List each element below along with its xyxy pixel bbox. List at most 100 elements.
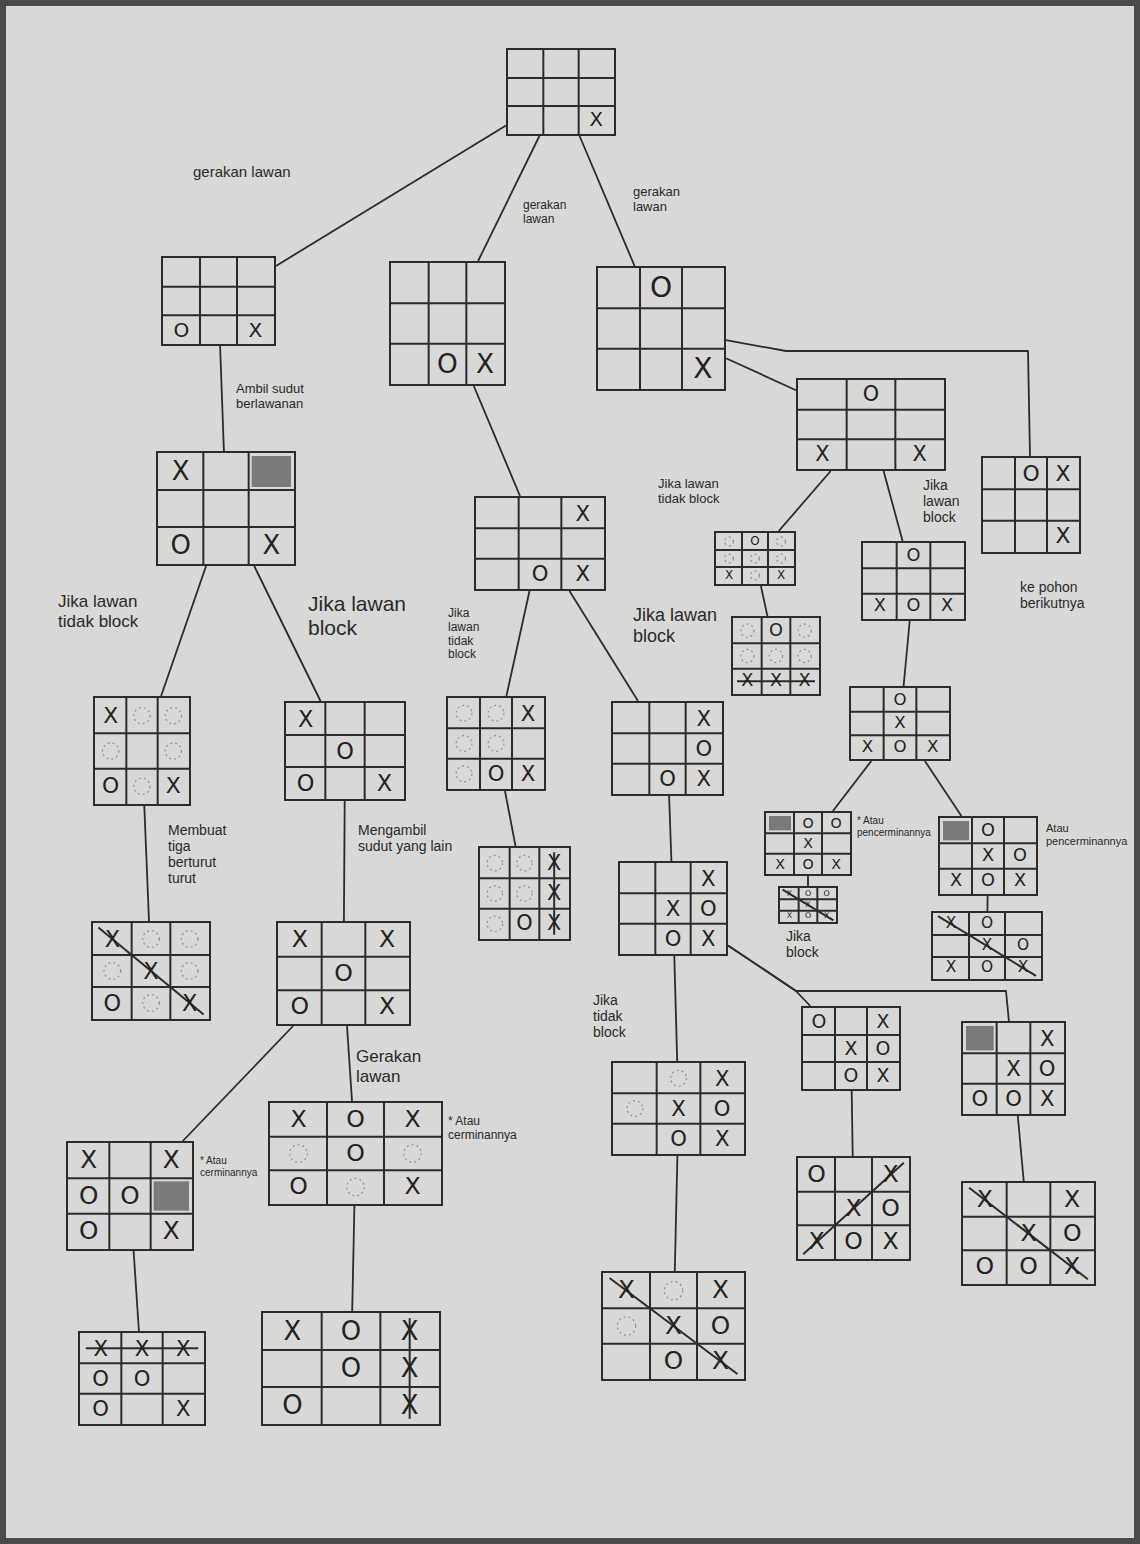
- tree-connector: [807, 876, 809, 886]
- board-cell: [983, 458, 1015, 489]
- annotation-note: * Atau pencerminannya: [855, 814, 935, 839]
- tree-connector: [505, 791, 516, 846]
- board-cell: X: [1050, 1250, 1094, 1284]
- board-cell: X: [365, 923, 409, 957]
- possible-move: [517, 886, 532, 901]
- board-cell: O: [327, 1137, 384, 1171]
- possible-move: [104, 963, 121, 980]
- board-cell: X: [68, 1143, 109, 1178]
- board-cell: [158, 733, 189, 768]
- board-cell: X: [768, 567, 794, 584]
- board-cell: X: [1047, 521, 1079, 552]
- grid-line: [866, 1008, 868, 1089]
- board-cells: XOX: [95, 698, 189, 804]
- board-cell: X: [1030, 1084, 1064, 1114]
- board-cell: [510, 848, 540, 878]
- board-cell: [742, 550, 768, 567]
- grid-line: [248, 453, 250, 564]
- board-cell: [365, 957, 409, 991]
- board-mark: X: [547, 883, 561, 904]
- board-mark: X: [977, 1188, 993, 1212]
- board-mark: O: [92, 1368, 109, 1389]
- board-cells: XXOOOX: [963, 1023, 1064, 1114]
- board-mark: X: [725, 570, 733, 582]
- board-cell: [733, 618, 762, 643]
- tic-tac-toe-board: XOXOXOX: [261, 1311, 441, 1426]
- node-layer: XOXOXOXOXXXOXOXXXOXOXXOXOXOXXXXOXXOOXXOX…: [6, 6, 1134, 1538]
- possible-move: [165, 743, 181, 759]
- board-cell: [391, 344, 429, 384]
- board-mark: O: [1039, 1058, 1056, 1079]
- edge-label: Jika lawan tidak block: [446, 606, 496, 663]
- grid-line: [383, 1103, 385, 1204]
- board-cell: X: [895, 439, 944, 469]
- board-cell: [512, 728, 544, 758]
- grid-line: [798, 888, 800, 922]
- board-mark: X: [163, 1148, 180, 1173]
- grid-line: [851, 711, 949, 713]
- board-cells: XXOX: [480, 848, 569, 939]
- board-cell: [448, 698, 480, 728]
- tic-tac-toe-board: OXX: [981, 456, 1081, 554]
- edge-label: Jika lawan block: [631, 604, 721, 647]
- board-cell: X: [697, 1273, 744, 1308]
- possible-move: [741, 649, 754, 662]
- board-cell: [480, 848, 510, 878]
- grid-line: [681, 268, 683, 389]
- board-cell: X: [539, 878, 569, 908]
- edge-label: Ambil sudut berlawanan: [234, 381, 319, 413]
- grid-line: [428, 263, 430, 384]
- board-cell: X: [817, 911, 836, 922]
- board-cells: OXXX: [733, 618, 819, 694]
- possible-move: [725, 537, 734, 546]
- tree-connector: [1018, 1116, 1024, 1181]
- board-mark: X: [862, 739, 873, 756]
- board-mark: X: [1064, 1188, 1080, 1212]
- board-cell: O: [1005, 935, 1041, 957]
- grid-line: [163, 314, 274, 316]
- board-mark: X: [982, 938, 993, 953]
- board-mark: O: [876, 1039, 891, 1058]
- board-cell: [237, 287, 274, 316]
- board-cell: [655, 863, 690, 893]
- board-cell: [817, 899, 836, 910]
- tree-connector: [675, 1156, 678, 1271]
- grid-line: [798, 409, 944, 411]
- board-cell: [613, 1124, 657, 1154]
- board-cell: X: [278, 923, 322, 957]
- board-mark: X: [741, 672, 753, 690]
- board-mark: O: [297, 772, 315, 794]
- grid-line: [716, 566, 794, 568]
- possible-move: [456, 766, 472, 782]
- board-cell: X: [969, 935, 1005, 957]
- board-cell: O: [794, 813, 822, 833]
- grid-line: [983, 520, 1079, 522]
- board-cell: [963, 1023, 997, 1053]
- board-cell: [682, 308, 724, 348]
- board-cell: [768, 550, 794, 567]
- board-mark: X: [845, 1039, 858, 1058]
- possible-move: [181, 963, 198, 980]
- board-cell: O: [691, 893, 726, 923]
- grid-line: [639, 268, 641, 389]
- grid-line: [863, 567, 964, 569]
- board-cell: [598, 268, 640, 308]
- board-cell: [170, 923, 209, 955]
- board-cell: X: [794, 833, 822, 853]
- board-cell: [519, 528, 562, 558]
- grid-line: [690, 863, 692, 954]
- board-cell: [519, 498, 562, 528]
- board-mark: X: [799, 672, 811, 690]
- board-mark: X: [401, 1356, 419, 1382]
- tic-tac-toe-board: OX: [389, 261, 506, 386]
- board-mark: O: [516, 913, 532, 934]
- board-cell: [1015, 489, 1047, 520]
- board-cell: X: [163, 1333, 204, 1363]
- board-cell: [620, 924, 655, 954]
- grid-line: [929, 543, 931, 619]
- grid-line: [971, 818, 973, 894]
- grid-line: [996, 1023, 998, 1114]
- grid-line: [1004, 913, 1006, 979]
- board-mark: X: [671, 1098, 686, 1119]
- board-mark: O: [488, 763, 505, 784]
